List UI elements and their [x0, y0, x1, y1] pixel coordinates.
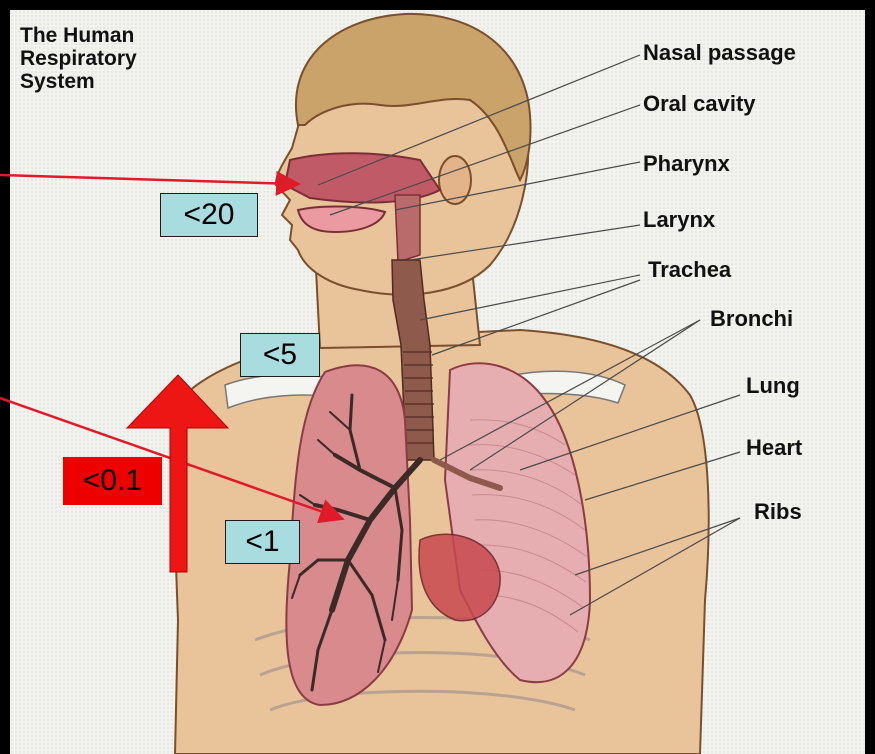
- label-larynx: Larynx: [643, 207, 715, 233]
- pointer-arrow-nasal: [0, 175, 296, 184]
- label-oral-cavity: Oral cavity: [643, 91, 756, 117]
- label-bronchi: Bronchi: [710, 306, 793, 332]
- label-nasal-passage: Nasal passage: [643, 40, 796, 66]
- title-line: The Human: [20, 24, 137, 47]
- diagram-title: The Human Respiratory System: [20, 24, 137, 93]
- label-pharynx: Pharynx: [643, 151, 730, 177]
- size-box-trachea: <5: [240, 333, 320, 377]
- size-box-alveoli: <0.1: [63, 457, 162, 505]
- size-box-nasal: <20: [160, 193, 258, 237]
- title-line: System: [20, 70, 137, 93]
- label-ribs: Ribs: [754, 499, 802, 525]
- label-trachea: Trachea: [648, 257, 731, 283]
- pharynx: [395, 195, 420, 262]
- label-lung: Lung: [746, 373, 800, 399]
- title-line: Respiratory: [20, 47, 137, 70]
- label-heart: Heart: [746, 435, 802, 461]
- size-box-bronchi: <1: [225, 520, 300, 564]
- ear: [439, 156, 471, 204]
